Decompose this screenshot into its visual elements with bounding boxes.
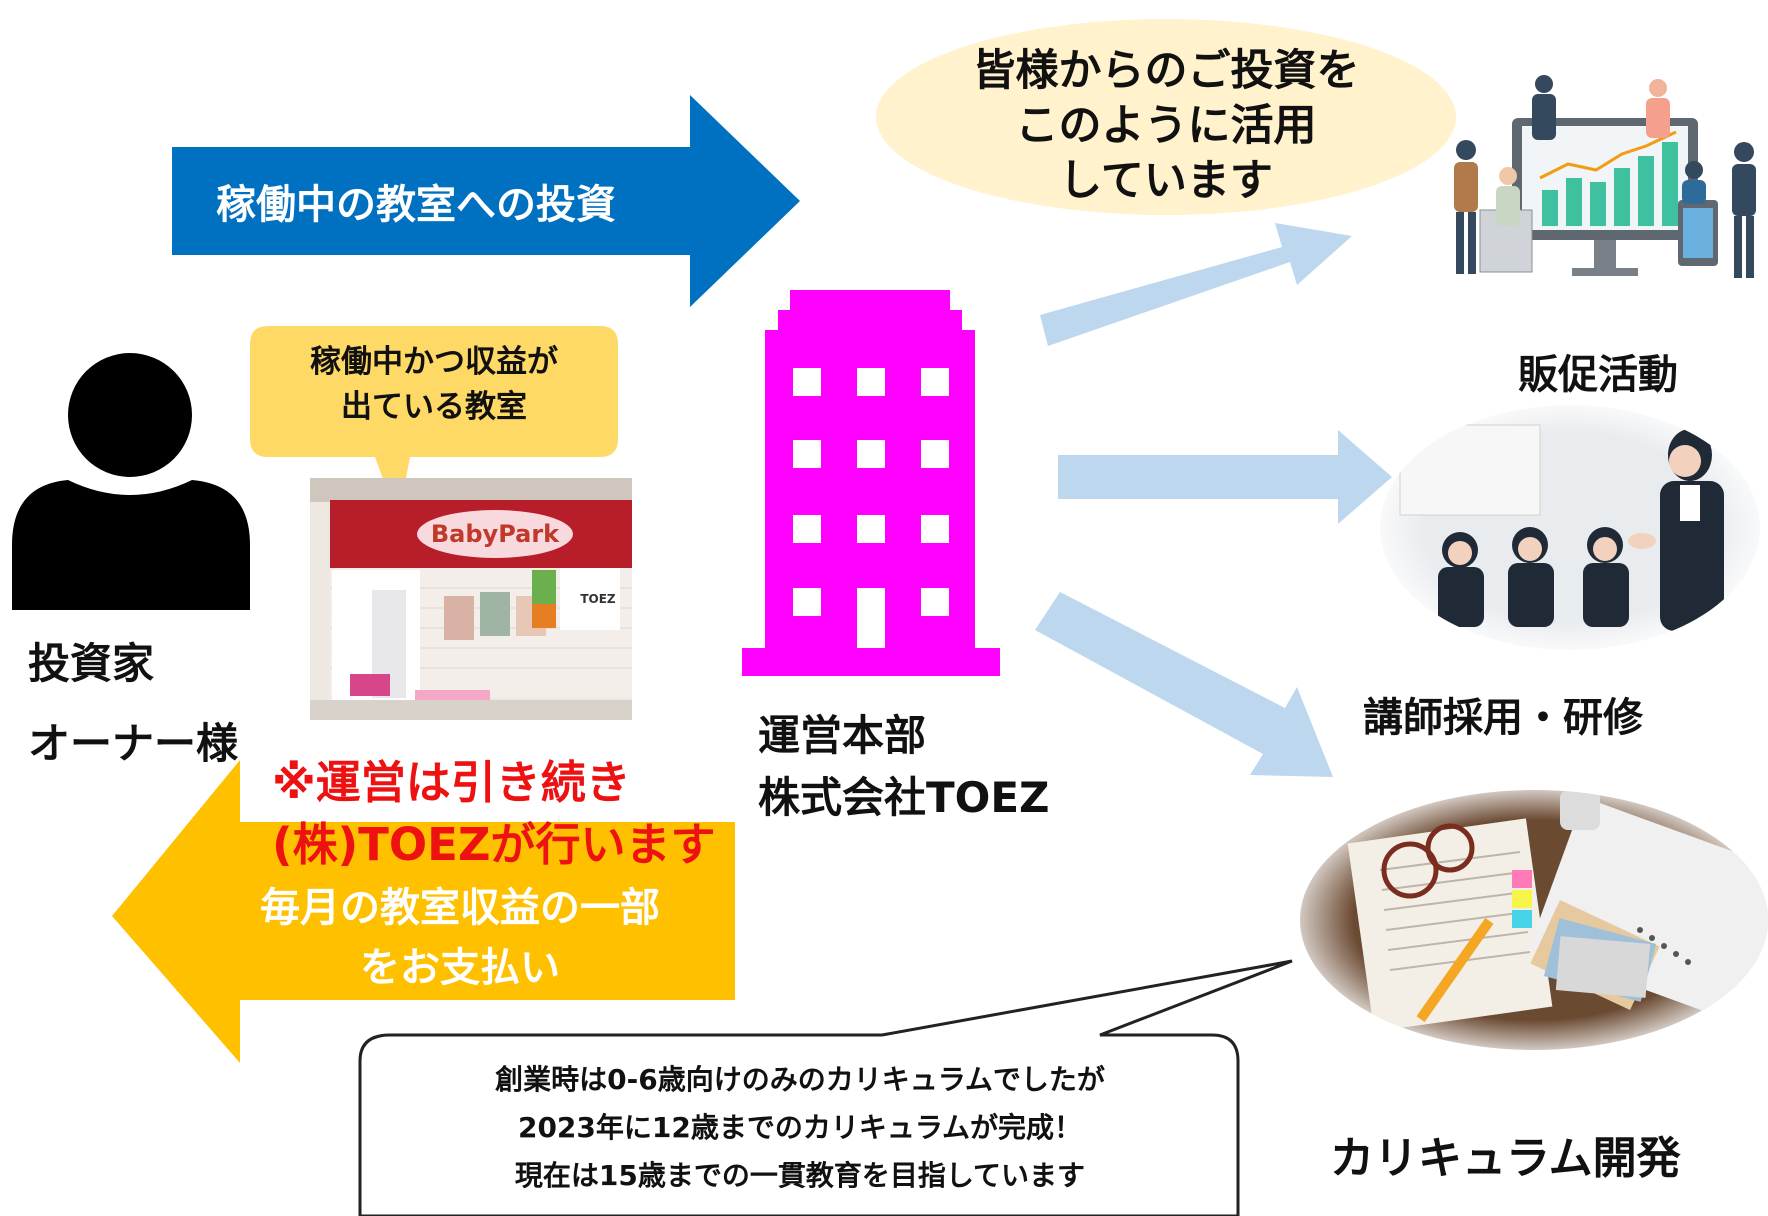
- investor-label: 投資家: [28, 639, 155, 688]
- operation-note: ※運営は引き続き (株)TOEZが行います: [272, 752, 715, 876]
- curriculum-note-bubble: [358, 959, 1293, 1216]
- use-label-promotion: 販促活動: [1518, 352, 1678, 398]
- classroom-bubble-text: 稼働中かつ収益が 出ている教室: [250, 340, 618, 430]
- store-sign-text: BabyPark: [431, 520, 560, 548]
- classroom-store-photo: BabyPark TOEZ: [310, 478, 632, 720]
- promotion-image: [1432, 70, 1762, 302]
- hq-label-line-1: 運営本部: [758, 711, 927, 760]
- hq-label: 運営本部 株式会社TOEZ: [758, 705, 1050, 829]
- curriculum-note-line-3: 現在は15歳までの一貫教育を目指しています: [514, 1159, 1086, 1192]
- operation-note-line-2: (株)TOEZが行います: [272, 818, 716, 871]
- investor-person-icon: [12, 353, 250, 610]
- classroom-bubble: [250, 326, 618, 520]
- classroom-bubble-line-2: 出ている教室: [341, 389, 527, 425]
- hq-label-line-2: 株式会社TOEZ: [758, 773, 1050, 822]
- hq-building-icon: [742, 290, 1000, 676]
- usage-bubble: [876, 19, 1456, 215]
- usage-bubble-text: 皆様からのご投資を このように活用 しています: [876, 44, 1456, 209]
- curriculum-note-line-2: 2023年に12歳までのカリキュラムが完成！: [517, 1111, 1083, 1144]
- training-image: [1380, 405, 1760, 650]
- arrow-to-training: [1058, 430, 1392, 524]
- usage-bubble-line-1: 皆様からのご投資を: [972, 46, 1360, 96]
- classroom-bubble-line-1: 稼働中かつ収益が: [310, 344, 558, 380]
- payout-arrow-label: 毎月の教室収益の一部 をお支払い: [200, 878, 720, 998]
- arrow-to-curriculum: [1035, 592, 1333, 777]
- use-label-curriculum: カリキュラム開発: [1330, 1133, 1681, 1184]
- owner-label: オーナー様: [28, 719, 239, 768]
- use-label-training: 講師採用・研修: [1363, 695, 1643, 741]
- payout-arrow: [112, 760, 735, 1063]
- curriculum-image: [1300, 790, 1768, 1050]
- invest-arrow: [172, 95, 800, 307]
- arrow-to-promotion: [1040, 223, 1352, 346]
- usage-bubble-line-3: しています: [1059, 156, 1273, 206]
- operation-note-line-1: ※運営は引き続き: [272, 756, 631, 809]
- curriculum-note-text: 創業時は0-6歳向けのみのカリキュラムでしたが 2023年に12歳までのカリキュ…: [365, 1056, 1235, 1200]
- payout-line-1: 毎月の教室収益の一部: [260, 885, 660, 931]
- invest-arrow-label: 稼働中の教室への投資: [216, 182, 616, 228]
- curriculum-note-line-1: 創業時は0-6歳向けのみのカリキュラムでしたが: [495, 1063, 1105, 1096]
- usage-bubble-line-2: このように活用: [1015, 101, 1317, 151]
- payout-line-2: をお支払い: [360, 945, 560, 991]
- store-panel-text: TOEZ: [580, 592, 616, 606]
